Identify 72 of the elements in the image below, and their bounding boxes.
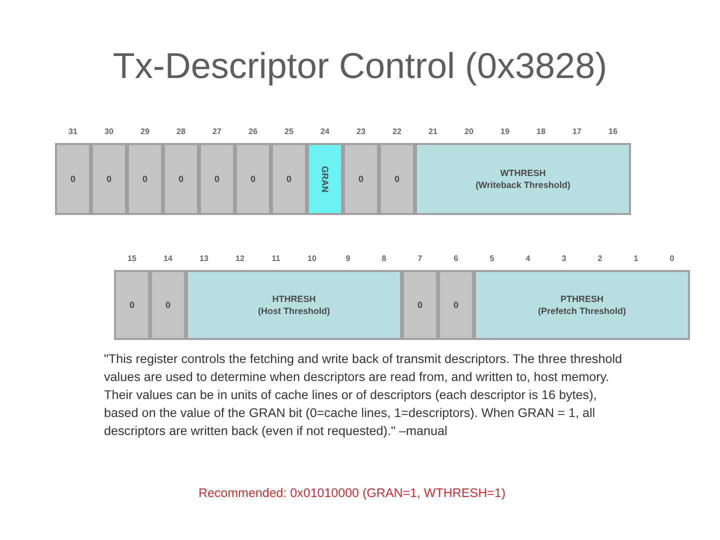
- threshold-field: [186, 270, 402, 340]
- bit-number: 13: [200, 254, 208, 264]
- bit-number: 15: [128, 254, 136, 264]
- threshold-field: [474, 270, 690, 340]
- bit-number: 3: [562, 254, 566, 264]
- bit-value: 0: [178, 173, 184, 185]
- reserved-bit-field: [163, 143, 199, 215]
- bit-number: 16: [608, 127, 618, 137]
- bit-number: 29: [140, 127, 150, 137]
- reserved-bit-field: [199, 143, 235, 215]
- reserved-bit-field: [402, 270, 438, 340]
- field-description: (Host Threshold): [258, 305, 330, 317]
- field-description: (Prefetch Threshold): [538, 305, 626, 317]
- reserved-bit-field: [343, 143, 379, 215]
- description-text: "This register controls the fetching and write back of transmit descriptors. The three threshold values are used to determine when descriptors are read from, and written to, host memory. Their values can be in units of cache lines or of descriptors (each descriptor is 16 bytes), based on the value of the GRAN bit (0=cache lines, 1=descriptors). When GRAN = 1, all descriptors are written back (even if not requested)." –manual: [104, 351, 624, 440]
- reserved-bit-field: [127, 143, 163, 215]
- field-name: GRAN: [320, 166, 330, 192]
- bit-number: 6: [454, 254, 458, 264]
- bit-number: 12: [236, 254, 244, 264]
- field-description: (Writeback Threshold): [476, 179, 570, 191]
- bit-number: 0: [670, 254, 674, 264]
- bit-number: 5: [490, 254, 494, 264]
- bit-number: 17: [572, 127, 582, 137]
- bit-number: 22: [392, 127, 402, 137]
- bit-number: 21: [428, 127, 438, 137]
- recommendation-note: Recommended: 0x01010000 (GRAN=1, WTHRESH=1): [198, 485, 506, 501]
- reserved-bit-field: [271, 143, 307, 215]
- bit-value: 0: [106, 173, 112, 185]
- reserved-bit-field: [91, 143, 127, 215]
- bit-number: 10: [308, 254, 316, 264]
- reserved-bit-field: [379, 143, 415, 215]
- threshold-field: [415, 143, 631, 215]
- bit-number: 25: [284, 127, 294, 137]
- bit-number: 18: [536, 127, 546, 137]
- bit-value: 0: [417, 299, 422, 311]
- bit-number: 20: [464, 127, 474, 137]
- reserved-bit-field: [438, 270, 474, 340]
- bit-number: 23: [356, 127, 366, 137]
- bit-number: 7: [418, 254, 422, 264]
- reserved-bit-field: [150, 270, 186, 340]
- slide-title: Tx-Descriptor Control (0x3828): [112, 46, 608, 86]
- field-name: WTHRESH: [500, 167, 546, 179]
- bit-value: 0: [250, 173, 256, 185]
- bit-number: 19: [500, 127, 510, 137]
- bit-value: 0: [286, 173, 292, 185]
- bit-number: 26: [248, 127, 258, 137]
- bit-value: 0: [129, 299, 134, 311]
- bit-number: 2: [598, 254, 602, 264]
- bit-number: 27: [212, 127, 222, 137]
- reserved-bit-field: [235, 143, 271, 215]
- bit-value: 0: [142, 173, 148, 185]
- flag-bit-field: [307, 143, 343, 215]
- field-name: PTHRESH: [560, 293, 604, 305]
- bit-value: 0: [165, 299, 170, 311]
- bit-number: 30: [104, 127, 114, 137]
- bit-number: 14: [164, 254, 172, 264]
- reserved-bit-field: [55, 143, 91, 215]
- field-name: HTHRESH: [272, 293, 316, 305]
- bit-number: 1: [634, 254, 638, 264]
- bit-number: 24: [320, 127, 330, 137]
- bit-value: 0: [358, 173, 364, 185]
- bit-number: 9: [346, 254, 350, 264]
- bit-value: 0: [394, 173, 400, 185]
- bit-number: 8: [382, 254, 386, 264]
- bit-number: 11: [272, 254, 280, 264]
- bit-value: 0: [214, 173, 220, 185]
- bit-value: 0: [70, 173, 76, 185]
- bit-number: 4: [526, 254, 530, 264]
- bit-value: 0: [453, 299, 458, 311]
- bit-number: 31: [68, 127, 78, 137]
- bit-number: 28: [176, 127, 186, 137]
- reserved-bit-field: [114, 270, 150, 340]
